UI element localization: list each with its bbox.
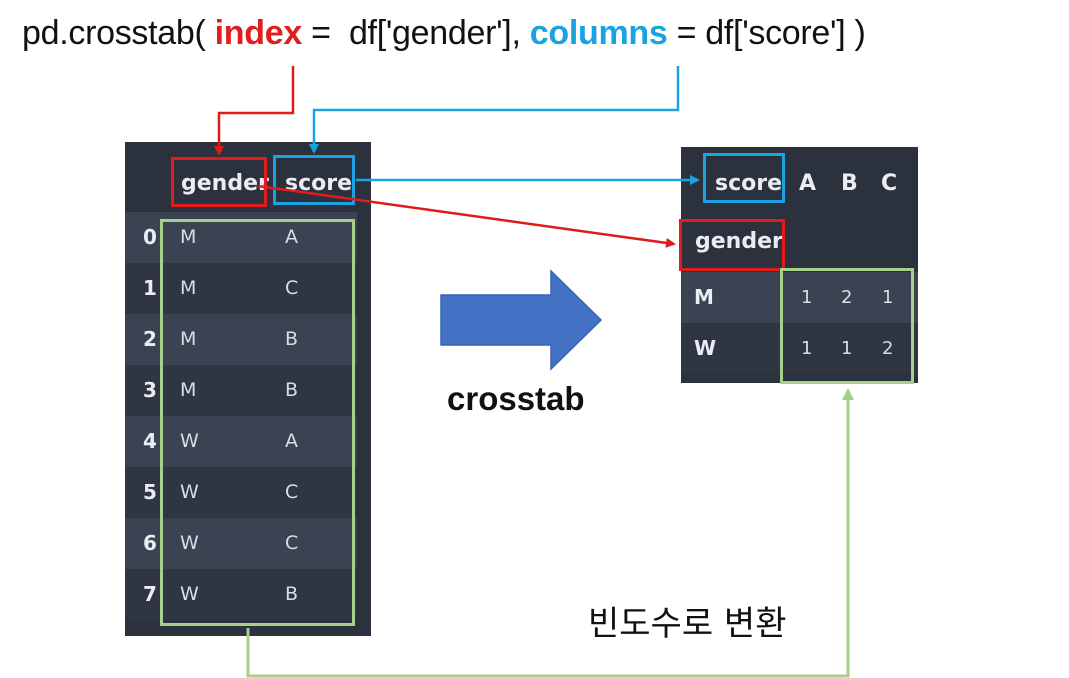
- table-row: 1 M C: [125, 263, 357, 314]
- gender-cell: M: [180, 277, 197, 299]
- count-cell: 2: [841, 287, 853, 308]
- table-row: 6 W C: [125, 518, 357, 569]
- source-dataframe: gender score 0 M A 1 M C 2 M B 3 M B 4 W…: [125, 142, 371, 636]
- count-cell: 1: [882, 287, 894, 308]
- crosstab-label: crosstab: [447, 380, 585, 417]
- table-row: 7 W B: [125, 569, 357, 620]
- score-cell: B: [285, 328, 299, 350]
- table-row: 2 M B: [125, 314, 357, 365]
- row-index: 7: [143, 582, 157, 606]
- row-index: 4: [143, 429, 157, 453]
- frequency-conversion-label: 빈도수로 변환: [588, 604, 787, 644]
- score-cell: B: [285, 379, 299, 401]
- row-label: W: [694, 336, 717, 360]
- code-line: pd.crosstab( index = df['gender'], colum…: [22, 14, 866, 53]
- score-highlight-box: [273, 155, 355, 205]
- right-column-header: C: [881, 171, 898, 196]
- right-column-header: A: [799, 171, 817, 196]
- row-index: 6: [143, 531, 157, 555]
- gender-cell: W: [180, 532, 199, 554]
- row-index: 0: [143, 225, 157, 249]
- left-header-gender: gender: [181, 171, 269, 196]
- score-cell: C: [285, 277, 299, 299]
- gender-mapping-line: [257, 184, 676, 248]
- score-cell: C: [285, 532, 299, 554]
- count-cell: 2: [882, 338, 894, 359]
- gender-cell: W: [180, 481, 199, 503]
- gender-cell: M: [180, 328, 197, 350]
- count-cell: 1: [801, 338, 813, 359]
- right-header-score: score: [715, 171, 783, 196]
- right-header-gender: gender: [695, 229, 783, 254]
- result-gender-highlight-box: [679, 219, 785, 271]
- row-index: 3: [143, 378, 157, 402]
- score-cell: C: [285, 481, 299, 503]
- crosstab-dataframe: score A B C gender M 1 2 1 W 1 1 2: [681, 147, 918, 383]
- gender-cell: M: [180, 379, 197, 401]
- table-row: 4 W A: [125, 416, 357, 467]
- table-row: 5 W C: [125, 467, 357, 518]
- columns-connector: [309, 66, 680, 154]
- row-index: 1: [143, 276, 157, 300]
- gender-highlight-box: [171, 157, 267, 207]
- table-row: M 1 2 1: [681, 272, 918, 323]
- row-index: 5: [143, 480, 157, 504]
- index-connector: [214, 66, 295, 156]
- gender-cell: W: [180, 430, 199, 452]
- table-row: 3 M B: [125, 365, 357, 416]
- score-cell: A: [285, 226, 298, 248]
- values-highlight-box: [160, 219, 355, 626]
- result-score-highlight-box: [703, 153, 785, 203]
- big-transform-arrow: [440, 269, 603, 371]
- score-cell: B: [285, 583, 299, 605]
- gender-cell: M: [180, 226, 197, 248]
- code-mid: = df['gender'],: [301, 14, 530, 52]
- values-connector: [246, 388, 854, 678]
- result-values-highlight-box: [780, 268, 914, 384]
- code-prefix: pd.crosstab(: [22, 14, 215, 52]
- columns-keyword: columns: [529, 14, 668, 52]
- row-index: 2: [143, 327, 157, 351]
- count-cell: 1: [841, 338, 853, 359]
- index-keyword: index: [214, 14, 303, 52]
- gender-cell: W: [180, 583, 199, 605]
- table-row: W 1 1 2: [681, 323, 918, 374]
- row-label: M: [694, 285, 714, 309]
- code-suffix: = df['score'] ): [667, 14, 866, 52]
- score-cell: A: [285, 430, 298, 452]
- right-column-header: B: [841, 171, 858, 196]
- count-cell: 1: [801, 287, 813, 308]
